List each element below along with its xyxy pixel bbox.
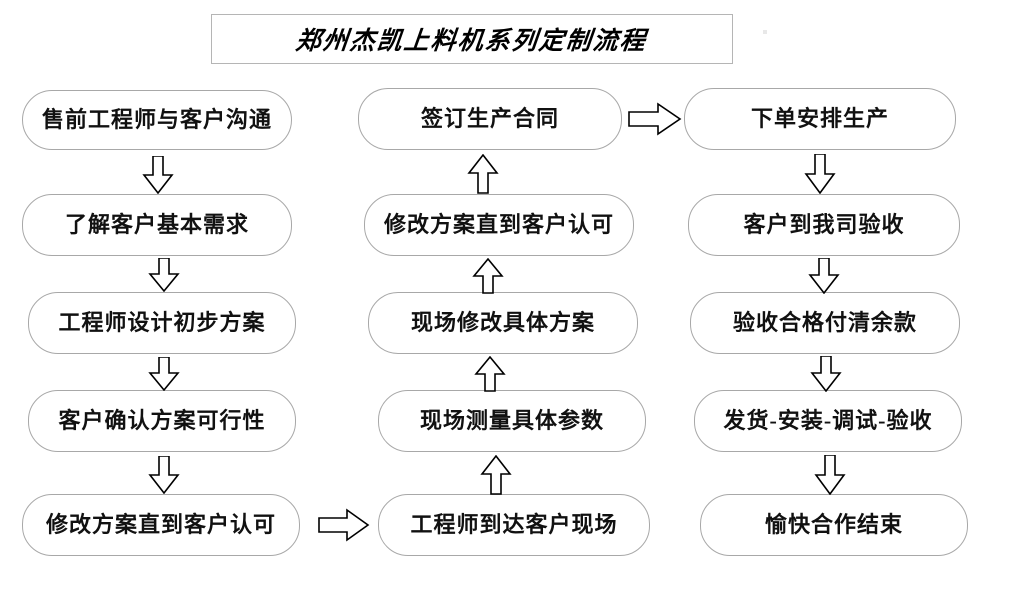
arrow-left-2-3 — [148, 258, 180, 292]
node-middle-5-label: 工程师到达客户现场 — [410, 512, 618, 537]
node-right-2-label: 客户到我司验收 — [743, 212, 905, 237]
node-left-1[interactable]: 售前工程师与客户沟通 — [22, 90, 292, 150]
node-middle-3-label: 现场修改具体方案 — [410, 310, 595, 335]
node-right-4-label: 发货-安装-调试-验收 — [723, 408, 933, 433]
node-middle-3[interactable]: 现场修改具体方案 — [368, 292, 638, 354]
node-left-2-label: 了解客户基本需求 — [64, 212, 249, 237]
arrow-middle-4-3 — [474, 356, 506, 392]
node-right-2[interactable]: 客户到我司验收 — [688, 194, 960, 256]
node-right-5-label: 愉快合作结束 — [764, 512, 903, 537]
chart-title-text: 郑州杰凯上料机系列定制流程 — [294, 28, 649, 55]
node-middle-2[interactable]: 修改方案直到客户认可 — [364, 194, 634, 256]
arrow-right-1-2 — [804, 154, 836, 194]
node-right-3-label: 验收合格付清余款 — [732, 310, 917, 335]
node-left-1-label: 售前工程师与客户沟通 — [41, 107, 272, 132]
node-middle-4-label: 现场测量具体参数 — [419, 408, 604, 433]
arrow-right-4-5 — [814, 455, 846, 495]
node-right-3[interactable]: 验收合格付清余款 — [690, 292, 960, 354]
node-left-4-label: 客户确认方案可行性 — [58, 408, 266, 433]
arrow-left-to-middle — [318, 508, 370, 542]
node-left-5-label: 修改方案直到客户认可 — [45, 512, 276, 537]
node-left-4[interactable]: 客户确认方案可行性 — [28, 390, 296, 452]
node-middle-2-label: 修改方案直到客户认可 — [383, 212, 614, 237]
node-middle-1[interactable]: 签订生产合同 — [358, 88, 622, 150]
node-left-3-label: 工程师设计初步方案 — [58, 310, 266, 335]
node-left-2[interactable]: 了解客户基本需求 — [22, 194, 292, 256]
node-right-1-label: 下单安排生产 — [750, 106, 889, 131]
node-middle-4[interactable]: 现场测量具体参数 — [378, 390, 646, 452]
node-middle-1-label: 签订生产合同 — [420, 106, 559, 131]
chart-title-box: 郑州杰凯上料机系列定制流程 — [211, 14, 733, 64]
arrow-right-3-4 — [810, 356, 842, 392]
node-middle-5[interactable]: 工程师到达客户现场 — [378, 494, 650, 556]
node-left-5[interactable]: 修改方案直到客户认可 — [22, 494, 300, 556]
arrow-middle-2-1 — [467, 154, 499, 194]
arrow-left-1-2 — [142, 156, 174, 194]
node-left-3[interactable]: 工程师设计初步方案 — [28, 292, 296, 354]
scan-artifact-dot — [763, 30, 767, 34]
arrow-middle-to-right — [628, 102, 682, 136]
arrow-middle-5-4 — [480, 455, 512, 495]
arrow-left-3-4 — [148, 357, 180, 391]
arrow-middle-3-2 — [472, 258, 504, 294]
node-right-4[interactable]: 发货-安装-调试-验收 — [694, 390, 962, 452]
node-right-1[interactable]: 下单安排生产 — [684, 88, 956, 150]
arrow-right-2-3 — [808, 258, 840, 294]
node-right-5[interactable]: 愉快合作结束 — [700, 494, 968, 556]
arrow-left-4-5 — [148, 456, 180, 494]
